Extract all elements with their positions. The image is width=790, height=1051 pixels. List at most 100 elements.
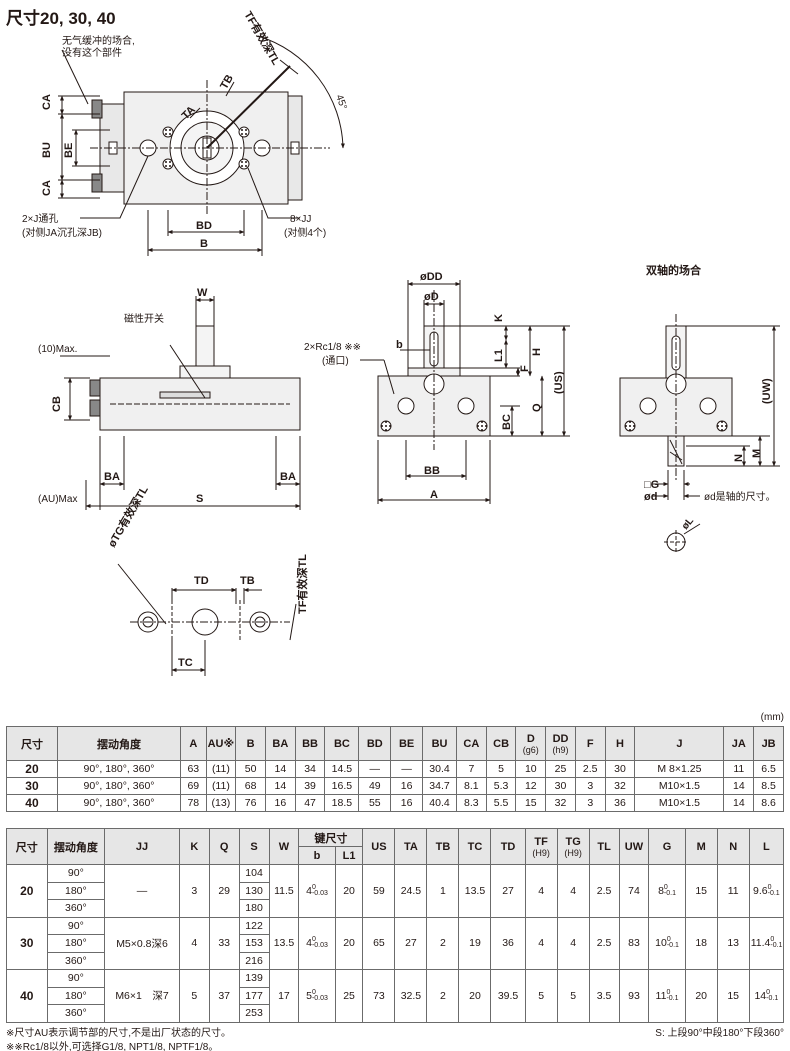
t1-cell-f: 3 (574, 794, 606, 812)
t2-cell-s: 216 (238, 951, 270, 970)
t2-cell-s: 104 (238, 864, 270, 883)
dim-ca-bottom: CA (41, 180, 53, 196)
t1-cell-bu: 30.4 (422, 760, 457, 778)
t2-cell-us: 65 (362, 916, 396, 970)
table-row: 360°253 (7, 1004, 784, 1023)
t2-cell-tb: 1 (426, 864, 460, 918)
dim-h: H (531, 348, 543, 356)
t1-cell-bb: 34 (294, 760, 326, 778)
t1-cell-au: (11) (205, 777, 237, 795)
t2-cell-td: 39.5 (490, 969, 526, 1023)
t1-header-size: 尺寸 (6, 726, 58, 761)
t1-cell-bd: — (358, 760, 392, 778)
t2-cell-angle: 360° (46, 951, 106, 970)
hole-j-note-2: (对侧JA沉孔深JB) (22, 226, 102, 239)
t2-subheader-tf: (H9) (532, 847, 550, 858)
dim-tc: TC (178, 657, 193, 669)
table-row: 180°177 (7, 986, 784, 1005)
t2-cell-tc: 20 (458, 969, 492, 1023)
dim-q: Q (531, 403, 543, 412)
rc-port-label: 2×Rc1/8 ※※ (304, 342, 361, 353)
port-label: (通口) (322, 355, 349, 367)
t1-cell-ba: 14 (264, 777, 296, 795)
dim-w: W (197, 287, 208, 299)
magnet-switch-label: 磁性开关 (124, 312, 164, 325)
dim-a: A (430, 489, 438, 501)
t2-cell-tf: 5 (524, 969, 558, 1023)
detail-view (117, 563, 297, 676)
tf-tl-label-2: TF有效深TL (295, 554, 309, 614)
t2-cell-l1: 25 (334, 969, 364, 1023)
jj-note: 8×JJ (290, 214, 311, 225)
double-shaft-title: 双轴的场合 (646, 263, 702, 277)
t2-cell-uw: 74 (618, 864, 650, 918)
t2-cell-tb: 2 (426, 916, 460, 970)
t1-header-h: H (604, 726, 636, 761)
t1-header-au: AU※ (205, 726, 237, 761)
t2-cell-l: 9.60-0.1 (748, 864, 785, 918)
t2-cell-b: 40-0.03 (298, 916, 336, 970)
t1-cell-d: 10 (515, 760, 547, 778)
t1-cell-ca: 8.3 (456, 794, 487, 812)
t2-cell-td: 27 (490, 864, 526, 918)
t1-cell-au: (11) (205, 760, 237, 778)
t2-cell-g: 100-0.1 (648, 916, 686, 970)
t1-header-dd: DD(h9) (545, 726, 576, 761)
t2-cell-ta: 27 (394, 916, 428, 970)
max10-label: (10)Max. (38, 344, 77, 355)
dim-d: øD (424, 291, 439, 303)
t1-cell-b: 68 (235, 777, 266, 795)
t1-cell-bb: 47 (294, 794, 326, 812)
t1-cell-b: 76 (235, 794, 266, 812)
t2-cell-size: 30 (6, 916, 48, 970)
t2-cell-jj: M5×0.8深6 (104, 916, 180, 970)
t1-header-a: A (180, 726, 207, 761)
t1-cell-b: 50 (235, 760, 266, 778)
dim-be: BE (63, 143, 75, 158)
t2-header-tc: TC (458, 828, 492, 865)
t1-header-jb: JB (753, 726, 784, 761)
au-max-label: (AU)Max (38, 494, 77, 505)
t2-cell-m: 18 (684, 916, 718, 970)
t2-header-s: S (238, 828, 270, 865)
dim-g: □G (644, 479, 659, 491)
t2-cell-l: 140-0.1 (748, 969, 785, 1023)
t2-cell-uw: 93 (618, 969, 650, 1023)
jj-note-2: (对侧4个) (284, 226, 326, 239)
t2-cell-q: 33 (208, 916, 240, 970)
t2-header-w: W (268, 828, 300, 865)
t2-header-jj: JJ (104, 828, 180, 865)
t2-header-us: US (362, 828, 396, 865)
dim-s: S (196, 493, 203, 505)
t2-cell-b: 40-0.03 (298, 864, 336, 918)
t1-cell-be: 16 (390, 777, 424, 795)
t2-cell-jj: M6×1 深7 (104, 969, 180, 1023)
footnote-right: S: 上段90°中段180°下段360° (655, 1028, 784, 1039)
dim-ba-right: BA (280, 471, 296, 483)
t1-cell-au: (13) (205, 794, 237, 812)
t2-cell-s: 253 (238, 1004, 270, 1023)
dim-bd: BD (196, 220, 212, 232)
t2-header-tf: TF(H9) (524, 828, 558, 865)
t2-cell-k: 3 (178, 864, 210, 918)
t1-cell-ba: 16 (264, 794, 296, 812)
t1-header-cb: CB (485, 726, 517, 761)
t2-cell-uw: 83 (618, 916, 650, 970)
table-row: 180°130 (7, 881, 784, 900)
t2-cell-tl: 3.5 (588, 969, 620, 1023)
t2-cell-jj: — (104, 864, 180, 918)
t1-header-ja: JA (723, 726, 755, 761)
t2-cell-m: 15 (684, 864, 718, 918)
dim-f: F (519, 365, 531, 372)
t1-cell-ja: 14 (723, 794, 755, 812)
t2-cell-angle: 90° (46, 916, 106, 935)
dim-tb-detail: TB (240, 575, 255, 587)
dim-ca-top: CA (41, 94, 53, 110)
t1-header-f: F (574, 726, 606, 761)
dim-m: M (751, 449, 763, 458)
tf-tl-label: TF有效深TL (241, 9, 283, 68)
